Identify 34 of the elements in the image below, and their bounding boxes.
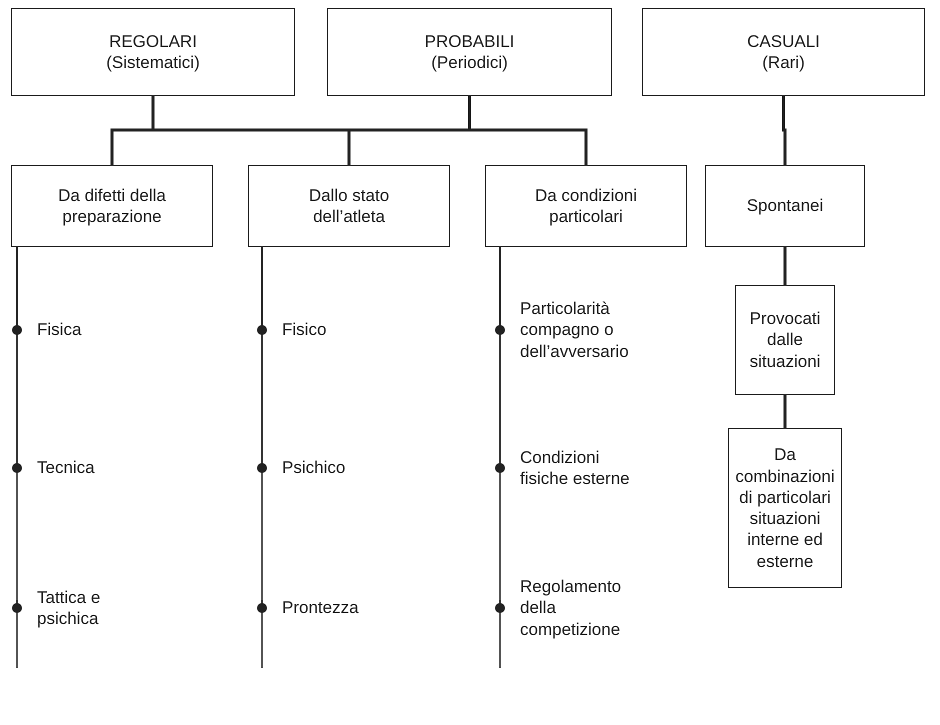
box-label: Spontanei bbox=[746, 195, 824, 217]
category-box bbox=[735, 285, 835, 395]
box-label: CASUALI (Rari) bbox=[746, 30, 821, 74]
category-box bbox=[705, 165, 865, 247]
item-label: Tecnica bbox=[36, 457, 96, 479]
category-box bbox=[485, 165, 687, 247]
category-box bbox=[248, 165, 450, 247]
category-box bbox=[11, 8, 295, 96]
item-label: Particolarità compagno o dell’avversario bbox=[519, 298, 630, 362]
bullet-connector bbox=[12, 247, 22, 613]
box-label: Provocati dalle situazioni bbox=[748, 308, 822, 372]
box-label: REGOLARI (Sistematici) bbox=[105, 30, 201, 74]
box-label: PROBABILI (Periodici) bbox=[424, 30, 516, 74]
item-label: Regolamento della competizione bbox=[519, 576, 622, 640]
connector-line bbox=[468, 96, 588, 165]
bullet-connector bbox=[495, 247, 505, 613]
bullet-connector bbox=[257, 247, 267, 613]
item-label: Fisica bbox=[36, 319, 82, 341]
category-box bbox=[327, 8, 612, 96]
category-box bbox=[11, 165, 213, 247]
item-label: Tattica e psichica bbox=[36, 586, 102, 630]
item-label: Prontezza bbox=[281, 597, 360, 619]
connector-line bbox=[782, 96, 786, 165]
connector-line bbox=[784, 247, 786, 285]
box-label: Da condizioni particolari bbox=[534, 184, 638, 228]
category-box bbox=[642, 8, 925, 96]
category-box bbox=[728, 428, 842, 588]
box-label: Da difetti della preparazione bbox=[57, 184, 167, 228]
box-label: Dallo stato dell’atleta bbox=[308, 184, 390, 228]
item-label: Psichico bbox=[281, 457, 346, 479]
box-label: Da combinazioni di particolari situazioni interne ed esterne bbox=[734, 444, 836, 572]
connector-line bbox=[784, 395, 786, 428]
item-label: Condizioni fisiche esterne bbox=[519, 446, 631, 490]
item-label: Fisico bbox=[281, 319, 328, 341]
